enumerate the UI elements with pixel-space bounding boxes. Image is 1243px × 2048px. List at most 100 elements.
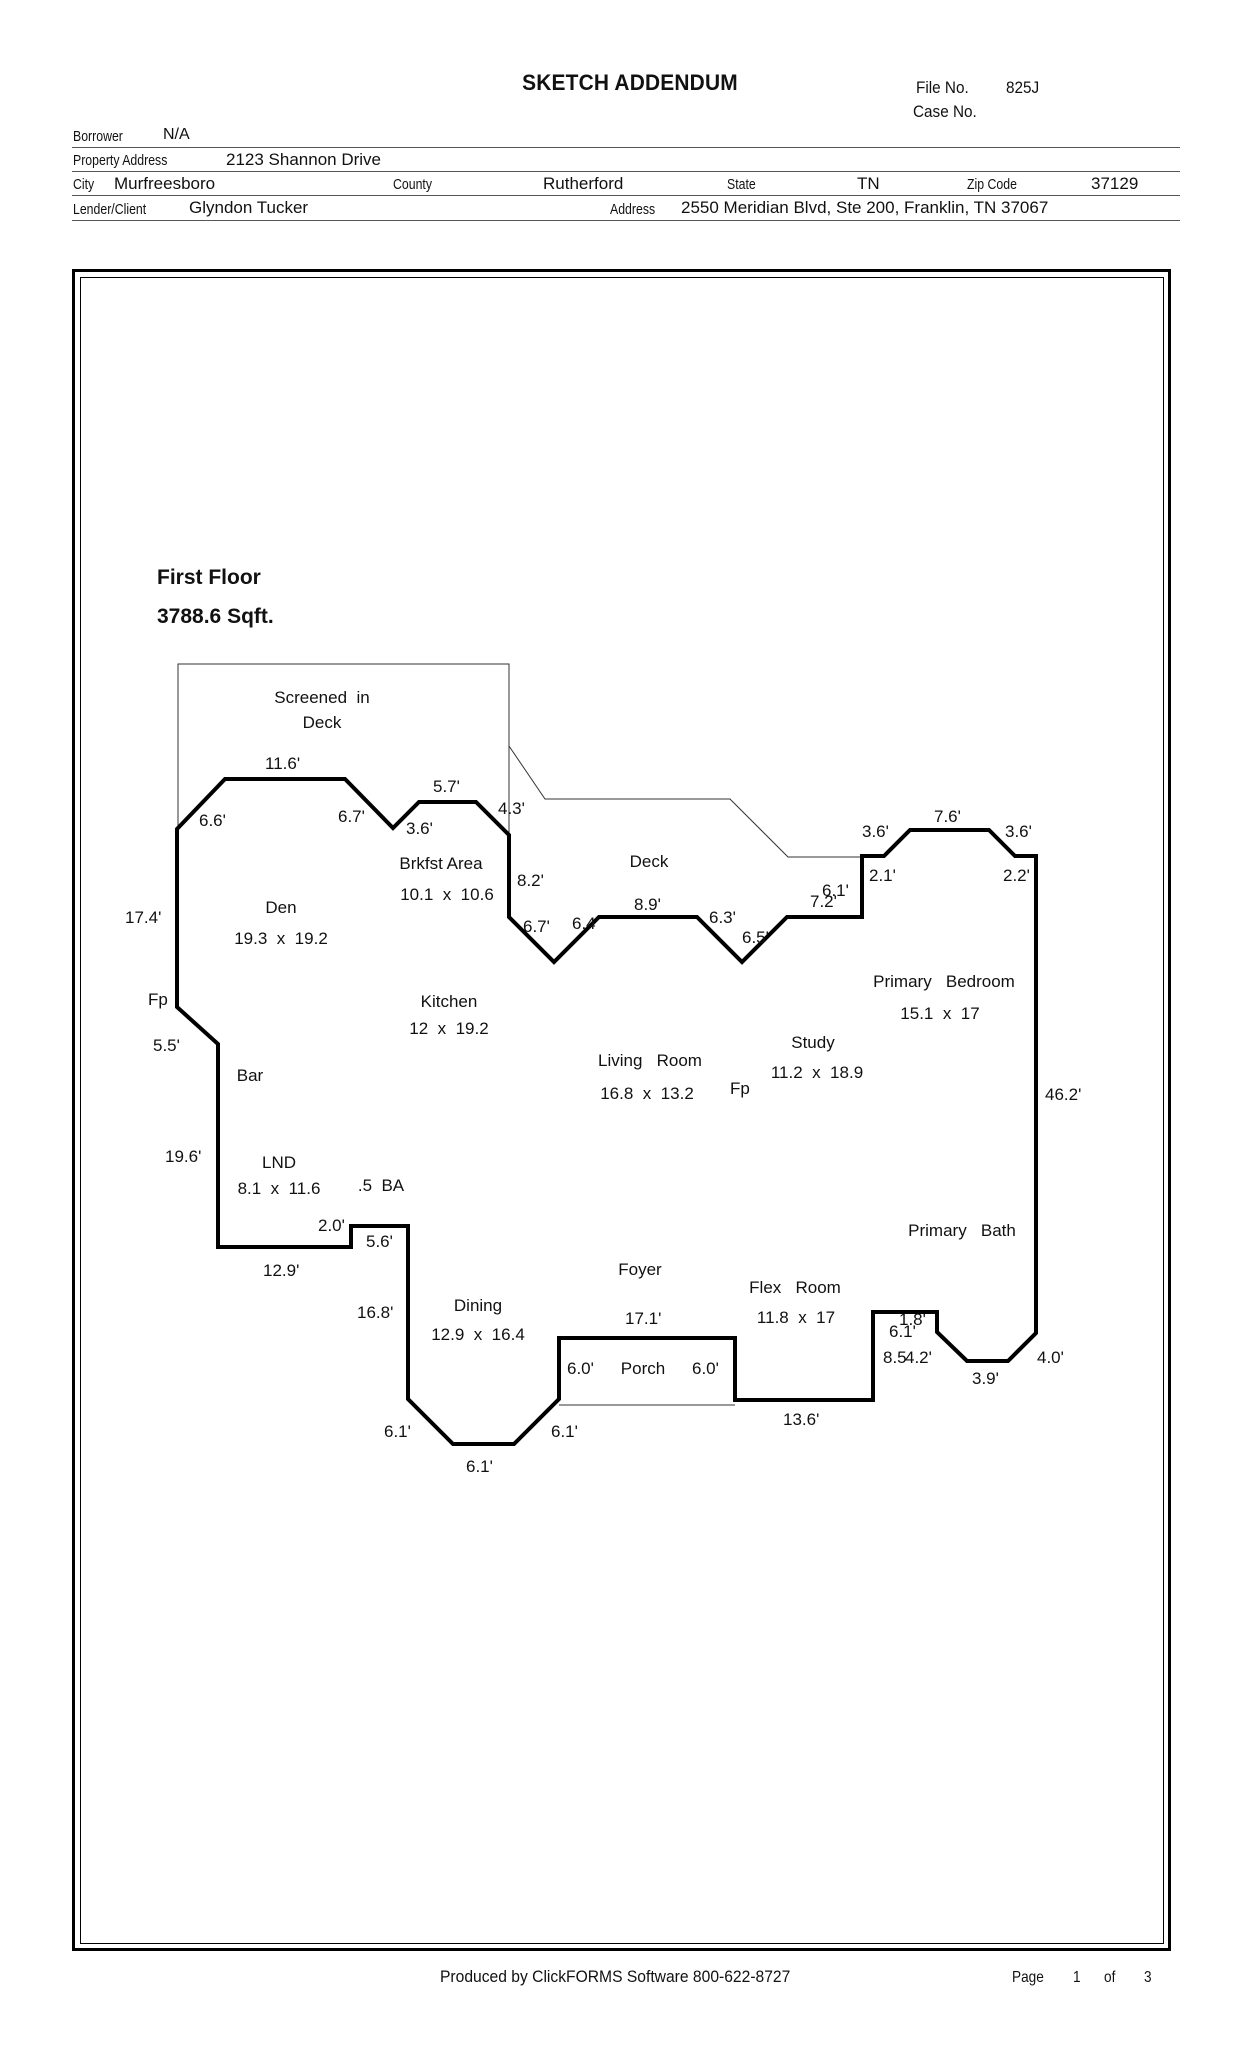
dimension-label: 6.0'	[567, 1359, 594, 1378]
zip-label: Zip Code	[967, 176, 1017, 193]
dimension-label: 6.7'	[338, 807, 365, 826]
header-divider	[72, 171, 1180, 172]
room-label-porch: Porch	[621, 1359, 665, 1378]
screened-deck-outline	[177, 663, 510, 835]
city-label: City	[73, 176, 95, 193]
room-dims-dining: 12.9 x 16.4	[431, 1325, 525, 1344]
dimension-label: 6.1'	[889, 1322, 916, 1341]
city-value: Murfreesboro	[114, 174, 216, 193]
room-label-kitchen: Kitchen	[421, 992, 478, 1011]
dimension-label: 3.6'	[1005, 822, 1032, 841]
dimension-label: 4.0'	[1037, 1348, 1064, 1367]
dimension-label: 6.5'	[742, 928, 769, 947]
zip-value: 37129	[1091, 174, 1139, 193]
deck-outline	[508, 745, 862, 858]
dimension-label: 12.9'	[263, 1261, 299, 1280]
dimension-label: 13.6'	[783, 1410, 819, 1429]
produced-by-footer: Produced by ClickFORMS Software 800-622-…	[440, 1967, 791, 1986]
room-label-deck: Deck	[630, 852, 669, 871]
header-divider	[72, 220, 1180, 221]
fireplace-label: Fp	[148, 990, 168, 1009]
room-label-half-bath: .5 BA	[358, 1176, 405, 1195]
floor-name: First Floor	[157, 566, 261, 589]
lender-address-value: 2550 Meridian Blvd, Ste 200, Franklin, T…	[681, 198, 1049, 217]
room-label-foyer: Foyer	[618, 1260, 662, 1279]
room-dims-den: 19.3 x 19.2	[234, 929, 328, 948]
room-label-brkfst: Brkfst Area	[399, 854, 483, 873]
county-value: Rutherford	[543, 174, 624, 193]
borrower-label: Borrower	[73, 128, 123, 145]
property-address-label: Property Address	[73, 152, 168, 169]
dimension-label: 17.4'	[125, 908, 161, 927]
dimension-label: 11.6'	[265, 754, 300, 773]
dimension-label: 6.7'	[523, 917, 550, 936]
room-dims-living: 16.8 x 13.2	[600, 1084, 694, 1103]
room-label-primary-bedroom: Primary Bedroom	[873, 972, 1015, 991]
dimension-label: 46.2'	[1045, 1085, 1081, 1104]
dimension-label: 6.1'	[466, 1457, 493, 1476]
page-label: Page	[1012, 1969, 1044, 1986]
state-value: TN	[857, 174, 880, 193]
property-address-value: 2123 Shannon Drive	[226, 150, 382, 169]
borrower-value: N/A	[163, 126, 190, 143]
header-divider	[72, 147, 1180, 148]
document-title: SKETCH ADDENDUM	[522, 70, 738, 95]
state-label: State	[727, 176, 756, 193]
dimension-label: 2.2'	[1003, 866, 1030, 885]
dimension-label: 6.1'	[551, 1422, 578, 1441]
room-label-screened-deck-2: Deck	[303, 713, 342, 732]
fireplace-label: Fp	[730, 1079, 750, 1098]
file-no-label: File No.	[916, 78, 969, 97]
sketch-frame-inner	[80, 277, 1164, 1944]
room-label-lnd: LND	[262, 1153, 296, 1172]
dimension-label: 6.3'	[709, 908, 736, 927]
dimension-label: 4.3'	[498, 799, 525, 818]
room-dims-primary-bedroom: 15.1 x 17	[900, 1004, 979, 1023]
county-label: County	[393, 176, 432, 193]
file-no-value: 825J	[1006, 78, 1040, 97]
room-label-study: Study	[791, 1033, 835, 1052]
dimension-label: 8.9'	[634, 895, 661, 914]
dimension-label: 6.1'	[822, 881, 849, 900]
dimension-label: 4.2'	[905, 1348, 932, 1367]
dimension-label: 8.5	[883, 1348, 907, 1367]
dimension-label: 8.2'	[517, 871, 544, 890]
dimension-label: 6.6'	[199, 811, 226, 830]
room-label-primary-bath: Primary Bath	[908, 1221, 1016, 1240]
sketch-frame-outer	[72, 269, 1171, 1951]
dimension-label: 3.6'	[406, 819, 433, 838]
page-number: 1	[1073, 1969, 1081, 1986]
room-label-living: Living Room	[598, 1051, 702, 1070]
dimension-label: 5.6'	[366, 1232, 393, 1251]
dimension-label: 1.8'	[899, 1310, 926, 1329]
dimension-label: 2.0'	[318, 1216, 345, 1235]
room-dims-lnd: 8.1 x 11.6	[238, 1179, 321, 1198]
dimension-label: 5.7'	[433, 777, 460, 796]
living-area-outline	[175, 777, 1038, 1446]
room-label-dining: Dining	[454, 1296, 502, 1315]
dimension-label: 19.6'	[165, 1147, 201, 1166]
dimension-label: 3.9'	[972, 1369, 999, 1388]
lender-address-label: Address	[610, 201, 656, 218]
dimension-label: 6.0'	[692, 1359, 719, 1378]
room-dims-flex-room: 11.8 x 17	[757, 1308, 835, 1327]
room-label-den: Den	[265, 898, 296, 917]
header-divider	[72, 195, 1180, 196]
of-label: of	[1104, 1969, 1116, 1986]
lender-value: Glyndon Tucker	[189, 198, 309, 217]
room-label-bar: Bar	[237, 1066, 264, 1085]
dimension-label: 3.6'	[862, 822, 889, 841]
dimension-label: 16.8'	[357, 1303, 393, 1322]
lender-label: Lender/Client	[73, 201, 147, 218]
dimension-label: 2.1'	[869, 866, 896, 885]
dimension-label: 7.6'	[934, 807, 961, 826]
room-dims-brkfst: 10.1 x 10.6	[400, 885, 494, 904]
dimension-label: 5.5'	[153, 1036, 180, 1055]
room-dims-study: 11.2 x 18.9	[771, 1063, 863, 1082]
floor-area: 3788.6 Sqft.	[157, 605, 274, 628]
dimension-label: 17.1'	[625, 1309, 661, 1328]
room-dims-kitchen: 12 x 19.2	[409, 1019, 488, 1038]
dimension-label: 6.1'	[384, 1422, 411, 1441]
case-no-label: Case No.	[913, 102, 977, 121]
room-label-screened-deck: Screened in	[274, 688, 369, 707]
